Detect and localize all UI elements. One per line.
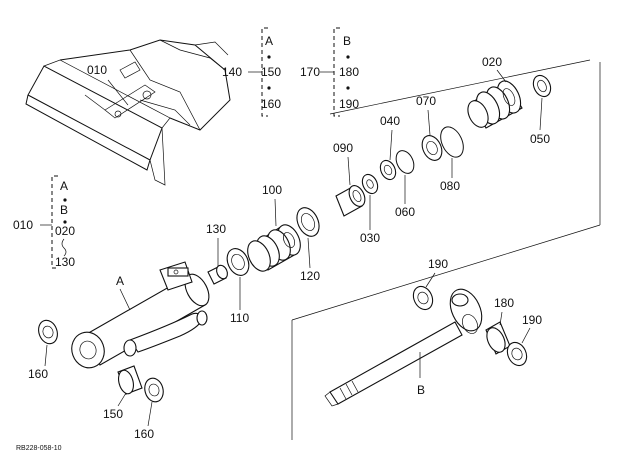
part-040-washer [379,159,397,181]
label-070: 070 [416,94,436,108]
label-120: 120 [300,269,320,283]
label-040: 040 [380,114,400,128]
group-140-bracket: A 150 160 140 [222,27,281,117]
label-130: 130 [206,222,226,236]
group-170-item-b: B [343,34,351,48]
group-170-item-190: 190 [339,97,359,111]
group-140-item-150: 150 [261,65,281,79]
cylinder-tube-a [71,261,210,369]
label-090: 090 [333,141,353,155]
group-140-item-160: 160 [261,97,281,111]
part-120-ring [296,207,320,237]
label-190-upper: 190 [428,257,448,271]
label-030: 030 [360,231,380,245]
group-170-item-180: 180 [339,65,359,79]
part-060-ring [395,150,415,174]
label-050: 050 [530,132,550,146]
part-150-bushing [117,365,143,395]
group-170-ref: 170 [300,65,320,79]
catalog-code: RB228-058-10 [16,445,62,452]
label-020: 020 [482,55,502,69]
part-130-collar [207,264,228,285]
label-060: 060 [395,205,415,219]
part-190-seal-lower [506,341,528,367]
frame-lower-diagonal [291,224,601,321]
part-160-seal-left [38,319,58,345]
letter-b: B [417,383,425,397]
machine-blade-illustration [25,39,231,186]
part-020-gland [467,80,523,129]
label-110: 110 [230,311,249,325]
axis-line-upper [329,59,591,115]
group-010-item-b: B [60,203,68,217]
part-050-seal [532,74,552,98]
label-160-left: 160 [28,367,48,381]
label-100: 100 [262,183,282,197]
part-080-o-ring [440,126,464,158]
group-010-bracket: A B 020 130 010 [13,175,75,269]
part-070-ring [421,135,443,161]
group-140-item-a: A [265,34,273,48]
group-010-item-020: 020 [55,224,75,238]
piston-rod-b [324,288,483,407]
label-180: 180 [494,296,514,310]
label-010-top: 010 [87,63,107,77]
leader-010-top [107,79,129,106]
part-030-nut [361,173,379,195]
group-010-item-130: 130 [55,255,75,269]
group-010-item-a: A [60,179,68,193]
label-160-right: 160 [134,427,154,441]
part-190-seal-upper [412,285,434,311]
label-080: 080 [440,179,460,193]
group-010-ref: 010 [13,218,33,232]
part-090-bushing [335,185,366,217]
label-150: 150 [103,407,123,421]
part-110-seal [226,248,250,276]
part-160-seal-right [144,377,164,403]
letter-a: A [116,274,124,288]
part-100-piston [247,224,301,272]
group-140-ref: 140 [222,65,242,79]
group-170-bracket: B 180 190 170 [300,27,359,117]
part-180-bushing [485,321,511,355]
label-190-lower: 190 [522,313,542,327]
